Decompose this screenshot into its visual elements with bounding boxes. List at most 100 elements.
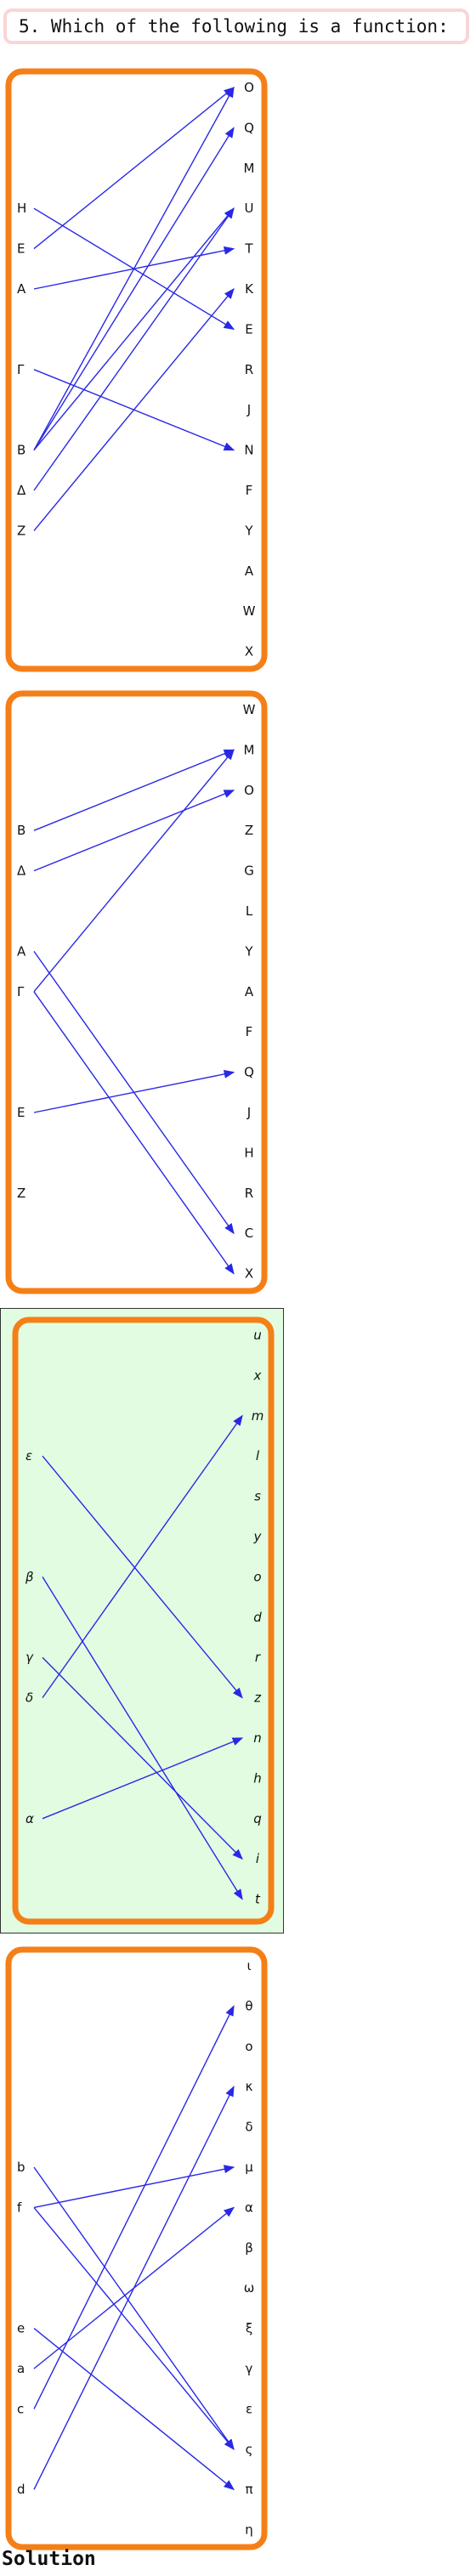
domain-label: A bbox=[17, 943, 26, 959]
mapping-arrow bbox=[33, 207, 235, 491]
codomain-label: G bbox=[244, 863, 254, 879]
domain-label: B bbox=[17, 823, 26, 838]
mapping-arrow bbox=[42, 1737, 244, 1820]
domain-label: β bbox=[25, 1569, 34, 1584]
domain-label: Z bbox=[17, 1186, 26, 1201]
codomain-label: θ bbox=[245, 1998, 252, 2013]
mapping-arrow bbox=[42, 1656, 243, 1860]
codomain-label: ω bbox=[244, 2280, 255, 2296]
domain-label: d bbox=[17, 2482, 26, 2497]
codomain-label: L bbox=[246, 903, 253, 919]
domain-label: A bbox=[17, 281, 26, 297]
codomain-label: d bbox=[253, 1610, 262, 1625]
mapping-arrow bbox=[33, 86, 235, 450]
mapping-arrow bbox=[33, 1069, 235, 1113]
codomain-label: h bbox=[253, 1770, 262, 1786]
domain-label: Z bbox=[17, 523, 26, 538]
codomain-label: M bbox=[244, 161, 255, 176]
domain-label: Γ bbox=[17, 362, 25, 377]
panel-frame bbox=[5, 1946, 268, 2551]
mapping-arrow bbox=[33, 2206, 235, 2450]
domain-label: Δ bbox=[17, 863, 26, 879]
mapping-arrow bbox=[33, 87, 235, 250]
codomain-label: Q bbox=[244, 120, 254, 135]
mapping-arrow bbox=[33, 2005, 235, 2409]
codomain-label: η bbox=[245, 2522, 253, 2538]
mapping-arrow bbox=[33, 207, 235, 451]
codomain-label: ι bbox=[246, 1958, 251, 1973]
mapping-arrow bbox=[33, 749, 235, 831]
codomain-label: O bbox=[244, 783, 254, 798]
mapping-arrow bbox=[42, 1455, 243, 1699]
codomain-label: m bbox=[252, 1408, 264, 1424]
codomain-label: δ bbox=[245, 2120, 252, 2135]
correct-answer-highlight bbox=[0, 1308, 284, 1933]
codomain-label: O bbox=[244, 80, 254, 95]
codomain-label: z bbox=[253, 1690, 262, 1706]
codomain-label: α bbox=[245, 2200, 253, 2215]
panel-frame bbox=[5, 68, 268, 672]
domain-label: b bbox=[17, 2160, 26, 2175]
codomain-label: W bbox=[243, 702, 256, 717]
domain-label: Δ bbox=[17, 483, 26, 498]
codomain-label: R bbox=[245, 1186, 253, 1201]
mapping-arrow bbox=[33, 288, 235, 531]
codomain-label: κ bbox=[246, 2079, 253, 2094]
codomain-label: Y bbox=[244, 523, 253, 538]
panel-frame bbox=[5, 690, 268, 1294]
domain-label: α bbox=[26, 1811, 34, 1826]
solution-heading: Solution bbox=[2, 2548, 96, 2570]
codomain-label: ς bbox=[246, 2442, 253, 2457]
codomain-label: H bbox=[244, 1145, 253, 1160]
domain-label: E bbox=[17, 241, 25, 257]
domain-label: e bbox=[17, 2321, 25, 2336]
codomain-label: M bbox=[244, 742, 255, 757]
codomain-label: q bbox=[253, 1811, 262, 1826]
codomain-label: U bbox=[245, 201, 254, 216]
domain-label: γ bbox=[26, 1650, 34, 1665]
codomain-label: J bbox=[246, 402, 251, 417]
codomain-label: R bbox=[245, 362, 253, 377]
codomain-label: u bbox=[253, 1328, 262, 1343]
domain-label: c bbox=[17, 2401, 24, 2416]
codomain-label: E bbox=[245, 321, 252, 337]
domain-label: f bbox=[17, 2200, 22, 2215]
codomain-label: γ bbox=[246, 2361, 253, 2376]
codomain-label: F bbox=[246, 483, 253, 498]
codomain-label: ε bbox=[246, 2401, 252, 2416]
codomain-label: W bbox=[243, 603, 256, 619]
codomain-label: o bbox=[253, 1569, 261, 1584]
codomain-label: μ bbox=[245, 2160, 253, 2175]
codomain-label: l bbox=[256, 1448, 260, 1464]
codomain-label: s bbox=[254, 1489, 261, 1504]
codomain-label: C bbox=[245, 1226, 253, 1241]
panel-frame bbox=[12, 1316, 275, 1925]
question-prompt: 5. Which of the following is a function: bbox=[3, 8, 469, 44]
domain-label: δ bbox=[26, 1690, 33, 1706]
mapping-arrow bbox=[33, 2328, 235, 2490]
mapping-arrow bbox=[33, 790, 235, 872]
codomain-label: y bbox=[253, 1529, 263, 1544]
domain-label: H bbox=[17, 201, 26, 216]
codomain-label: A bbox=[245, 563, 254, 579]
mapping-arrow bbox=[33, 2165, 235, 2209]
codomain-label: F bbox=[246, 1024, 253, 1039]
codomain-label: Y bbox=[244, 943, 253, 959]
domain-label: Γ bbox=[17, 984, 25, 999]
codomain-label: Z bbox=[245, 823, 253, 838]
mapping-arrow bbox=[42, 1577, 243, 1900]
domain-label: a bbox=[17, 2361, 25, 2376]
codomain-label: i bbox=[256, 1851, 260, 1866]
codomain-label: K bbox=[245, 281, 254, 297]
mapping-arrow bbox=[33, 127, 235, 450]
codomain-label: β bbox=[245, 2240, 253, 2256]
mapping-arrow bbox=[33, 2086, 235, 2490]
codomain-label: x bbox=[253, 1367, 262, 1383]
codomain-label: ο bbox=[245, 2039, 252, 2054]
mapping-arrow bbox=[33, 2166, 235, 2450]
